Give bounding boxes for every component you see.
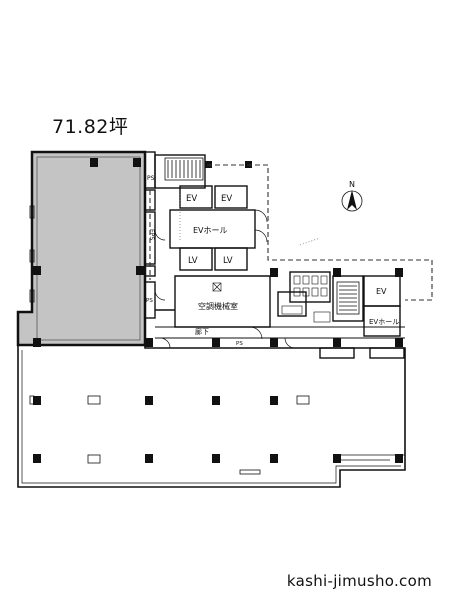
label-ac-room: 空調機械室 — [198, 301, 238, 311]
label-ev-1: EV — [186, 194, 197, 204]
door-swings — [154, 209, 296, 349]
lower-floor-outline — [17, 344, 406, 488]
label-lv-2: LV — [223, 256, 233, 266]
elevator-crosses — [212, 282, 222, 292]
label-ps-side: PS — [146, 298, 153, 304]
guide-lines — [179, 194, 321, 246]
toilet-fixtures — [281, 275, 331, 323]
label-ev-hall-right: EVホール — [369, 318, 399, 326]
label-ps-corridor: PS — [236, 341, 243, 347]
area-label: 71.82坪 — [52, 116, 129, 138]
north-arrow: N — [341, 180, 363, 212]
core-walls — [144, 151, 405, 359]
label-eps: EPS — [148, 229, 155, 240]
label-lv-1: LV — [188, 256, 198, 266]
label-ev-right: EV — [376, 287, 387, 296]
label-ev-hall: EVホール — [193, 226, 228, 235]
stairs — [164, 157, 360, 315]
dashed-boundary — [149, 164, 433, 301]
window-marks — [29, 205, 310, 475]
label-ps-top: PS — [147, 175, 155, 182]
site-label: kashi-jimusho.com — [286, 572, 432, 590]
north-label: N — [349, 180, 355, 189]
label-corridor: 廊下 — [195, 327, 209, 336]
label-ev-2: EV — [221, 194, 232, 204]
columns — [33, 158, 403, 463]
leased-area — [16, 150, 147, 347]
